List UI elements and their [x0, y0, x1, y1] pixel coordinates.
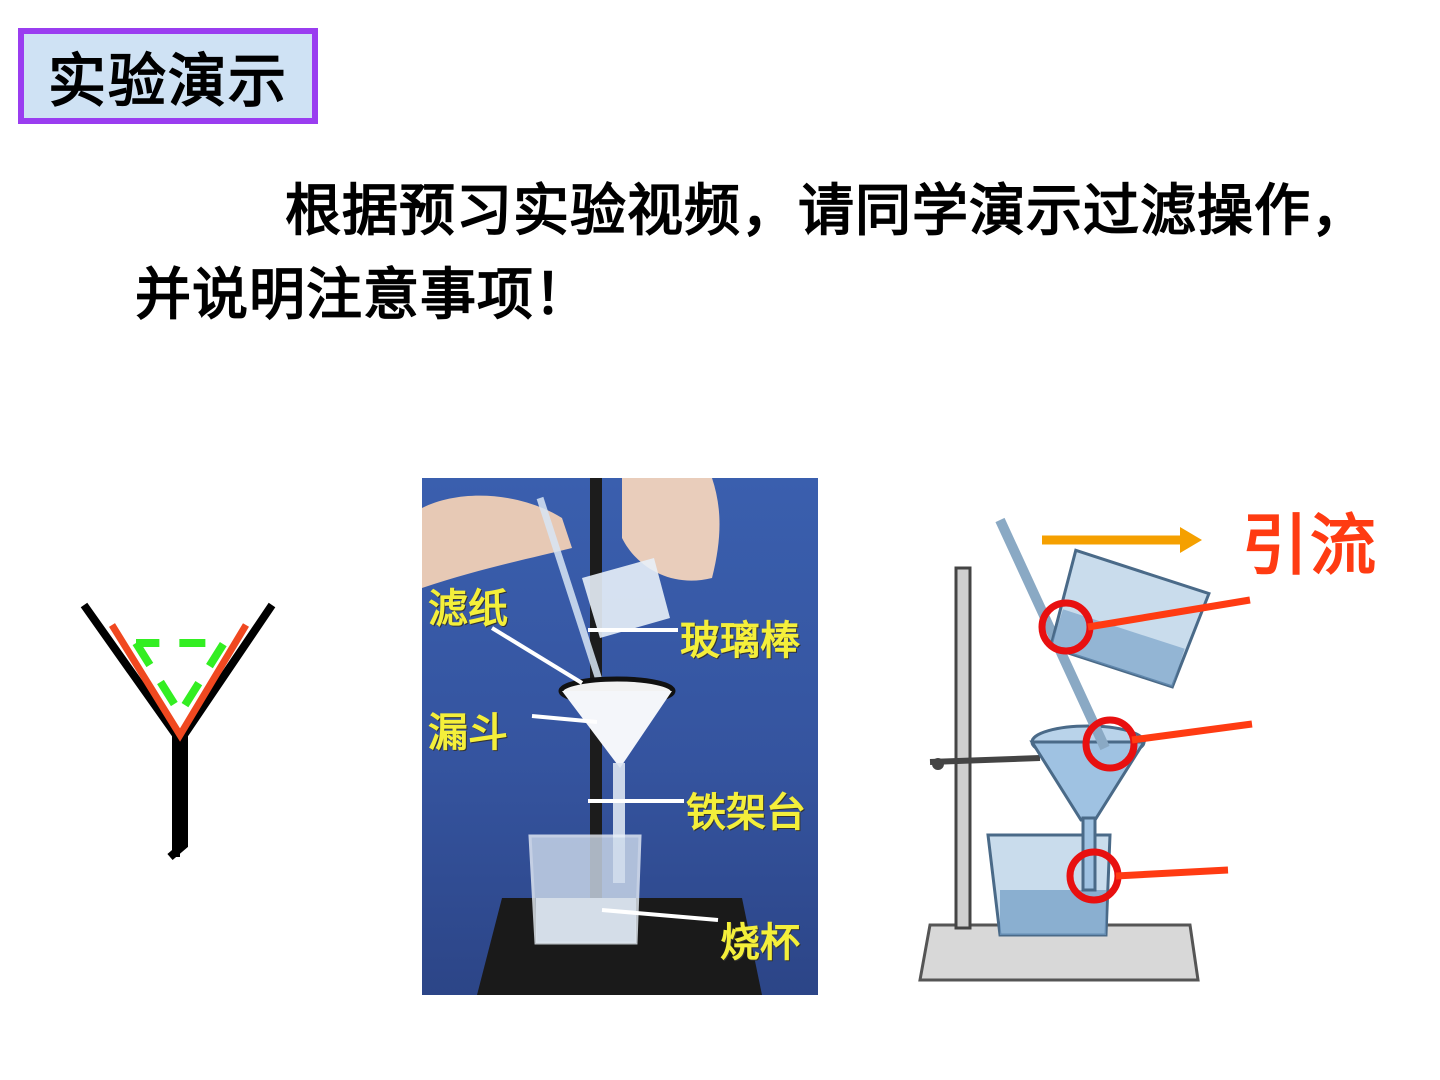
instruction-text: 根据预习实验视频，请同学演示过滤操作，并说明注意事项！ [135, 179, 1368, 328]
filter-paper-diagram [80, 602, 276, 861]
guide-flow-label: 引流 [1242, 507, 1378, 584]
filtration-photo: 滤纸 玻璃棒 漏斗 铁架台 烧杯 [422, 478, 818, 995]
label-filter-paper: 滤纸 [428, 585, 508, 632]
label-iron-stand: 铁架台 [686, 789, 806, 836]
funnel-outline [80, 602, 180, 857]
filtration-apparatus-illustration [918, 517, 1253, 982]
slide-title: 实验演示 [18, 28, 318, 124]
label-funnel: 漏斗 [428, 709, 508, 756]
stand-rod [954, 566, 972, 930]
highlight-circle-middle [1082, 716, 1138, 772]
filter-paper-fold [132, 639, 232, 721]
label-beaker: 烧杯 [720, 919, 800, 966]
funnel-outline-right [167, 602, 276, 861]
label-glass-rod: 玻璃棒 [680, 617, 800, 664]
arrow-head [1180, 527, 1202, 553]
filter-paper-edge [109, 623, 250, 742]
